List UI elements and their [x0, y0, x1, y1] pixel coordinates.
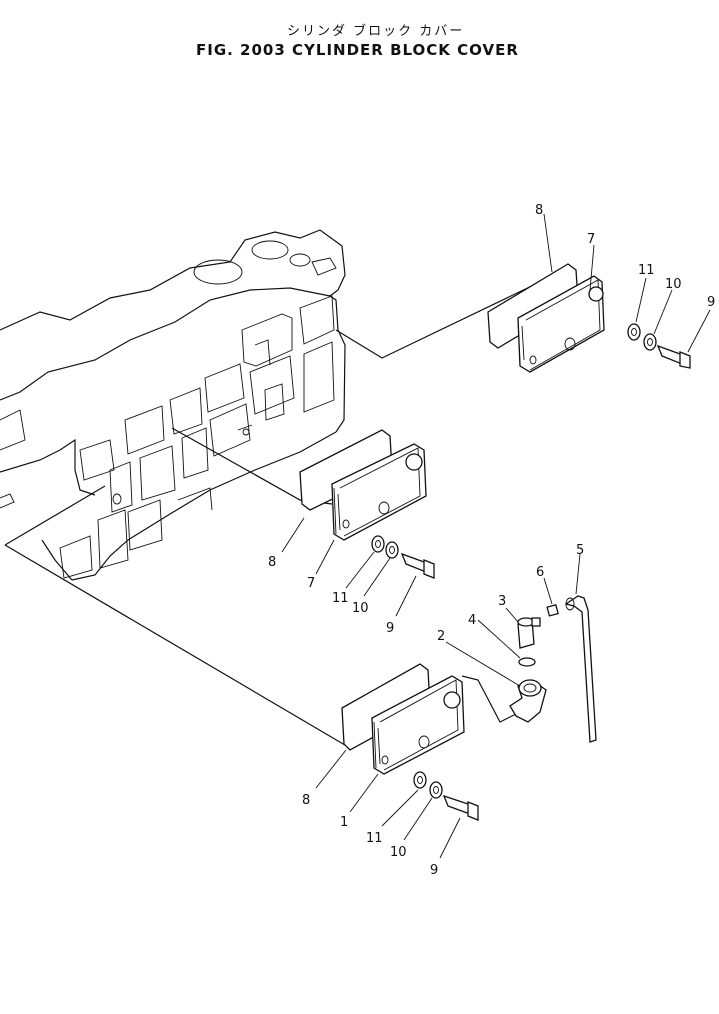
callout-upper-bolt: 9 — [707, 295, 715, 310]
callout-upper-cover: 7 — [587, 232, 595, 247]
callout-middle-cover: 7 — [307, 576, 315, 591]
middle-lockwasher — [385, 541, 399, 559]
callout-clip-nut: 6 — [536, 565, 544, 580]
upper-washer — [627, 323, 641, 341]
callout-lower-gasket: 8 — [302, 793, 310, 808]
lower-washer — [413, 771, 427, 789]
callout-middle-gasket: 8 — [268, 555, 276, 570]
lower-lockwasher — [429, 781, 443, 799]
callout-lower-bolt: 9 — [430, 863, 438, 878]
callout-middle-bolt: 9 — [386, 621, 394, 636]
upper-lockwasher — [643, 333, 657, 351]
o-ring — [518, 657, 536, 667]
clip-nut — [546, 604, 559, 617]
upper-cover-assembly — [487, 263, 691, 373]
lower-cover-plate — [371, 675, 465, 775]
middle-cover-assembly — [299, 429, 435, 579]
callout-lower-washer: 11 — [366, 831, 383, 846]
callout-lower-cover: 1 — [340, 815, 348, 830]
assembly-leader-lines — [4, 281, 541, 749]
callout-numbers: 8 7 11 10 9 8 7 11 10 9 2 3 4 5 6 8 1 11… — [268, 203, 715, 878]
callout-middle-washer: 11 — [332, 591, 349, 606]
callout-o-ring: 4 — [468, 613, 476, 628]
middle-washer — [371, 535, 385, 553]
figure-title: FIG. 2003 CYLINDER BLOCK COVER — [196, 41, 519, 59]
callout-lower-lockwasher: 10 — [390, 845, 407, 860]
lower-bolt — [442, 794, 471, 816]
callout-connector: 3 — [498, 594, 506, 609]
cylinder-block — [0, 229, 346, 581]
middle-cover-plate — [331, 443, 427, 541]
callout-leader-lines — [281, 213, 711, 859]
breather-tube — [564, 595, 597, 743]
callout-middle-lockwasher: 10 — [352, 601, 369, 616]
callout-breather-tube: 5 — [576, 543, 584, 558]
callout-upper-gasket: 8 — [535, 203, 543, 218]
breather-parts — [509, 595, 597, 743]
lower-cover-assembly — [341, 663, 479, 821]
callout-upper-washer: 11 — [638, 263, 655, 278]
upper-bolt — [656, 344, 683, 366]
middle-bolt — [400, 552, 427, 574]
callout-elbow: 2 — [437, 629, 445, 644]
callout-upper-lockwasher: 10 — [665, 277, 682, 292]
figure-title-japanese: シリンダ ブロック カバー — [287, 24, 465, 39]
